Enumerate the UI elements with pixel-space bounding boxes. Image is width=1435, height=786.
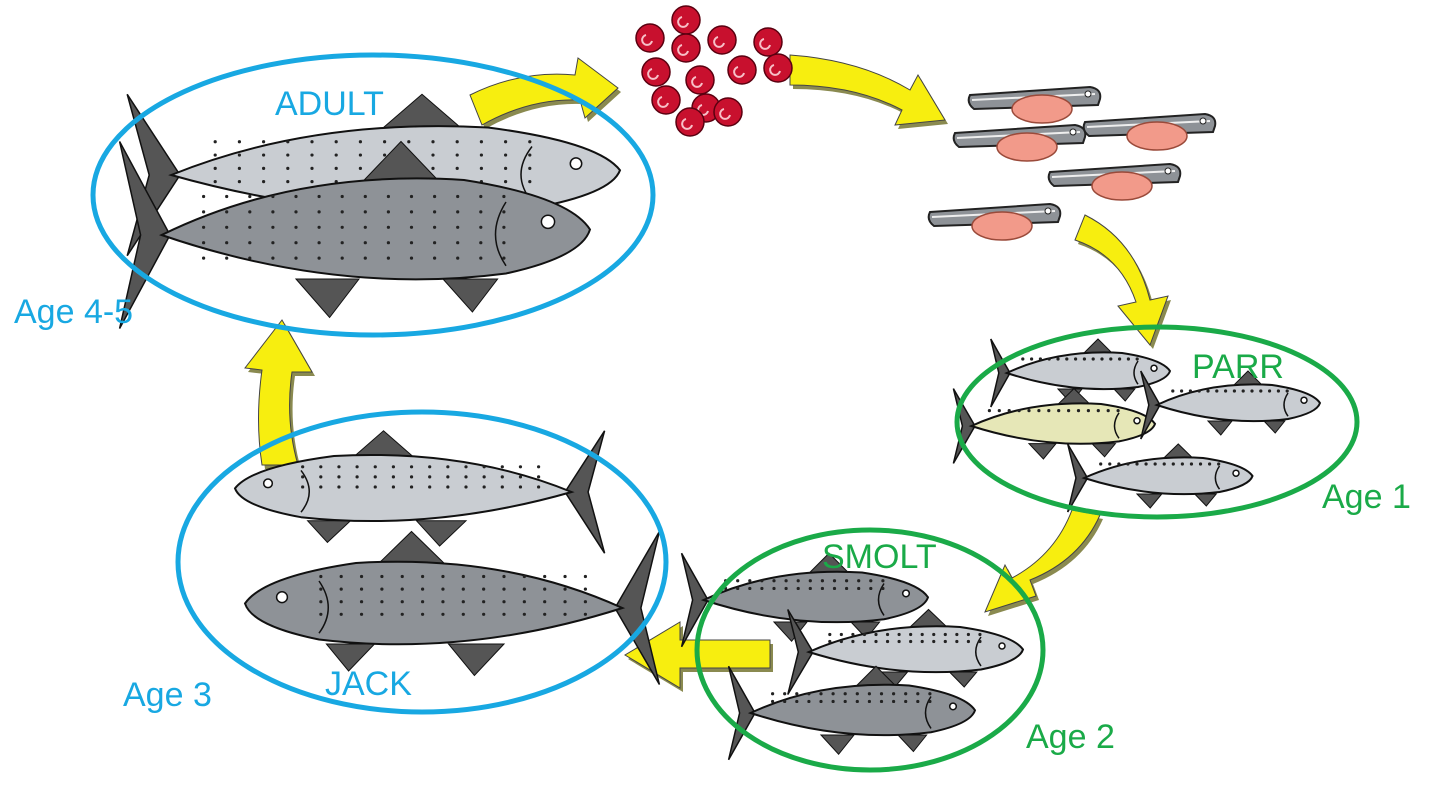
eggs-cluster xyxy=(636,6,792,136)
egg xyxy=(728,56,756,84)
adult-label: ADULT xyxy=(275,87,384,121)
egg xyxy=(636,24,664,52)
alevin xyxy=(1084,114,1216,150)
egg xyxy=(672,34,700,62)
egg xyxy=(672,6,700,34)
arrow-jack-to-adult xyxy=(245,320,315,469)
alevin xyxy=(929,204,1061,240)
arrow-eggs-to-alevins xyxy=(790,55,948,129)
parr-fish xyxy=(1068,444,1253,512)
alevin xyxy=(1049,164,1181,200)
arrow-parr-to-smolt xyxy=(985,510,1103,616)
egg xyxy=(652,86,680,114)
parr-label: PARR xyxy=(1192,350,1284,384)
smolt-label: SMOLT xyxy=(822,540,937,574)
parr-age-label: Age 1 xyxy=(1322,480,1411,514)
egg xyxy=(686,66,714,94)
smolt-age-label: Age 2 xyxy=(1026,720,1115,754)
egg xyxy=(708,26,736,54)
jack-age-label: Age 3 xyxy=(123,678,212,712)
jack-label: JACK xyxy=(325,667,412,701)
egg xyxy=(764,54,792,82)
egg xyxy=(676,108,704,136)
egg xyxy=(754,28,782,56)
alevin xyxy=(954,125,1086,161)
egg xyxy=(714,98,742,126)
jack-fish-lower xyxy=(245,532,659,685)
alevin xyxy=(969,87,1101,123)
egg xyxy=(642,58,670,86)
adult-age-label: Age 4-5 xyxy=(14,295,133,329)
alevins-group xyxy=(929,87,1216,240)
